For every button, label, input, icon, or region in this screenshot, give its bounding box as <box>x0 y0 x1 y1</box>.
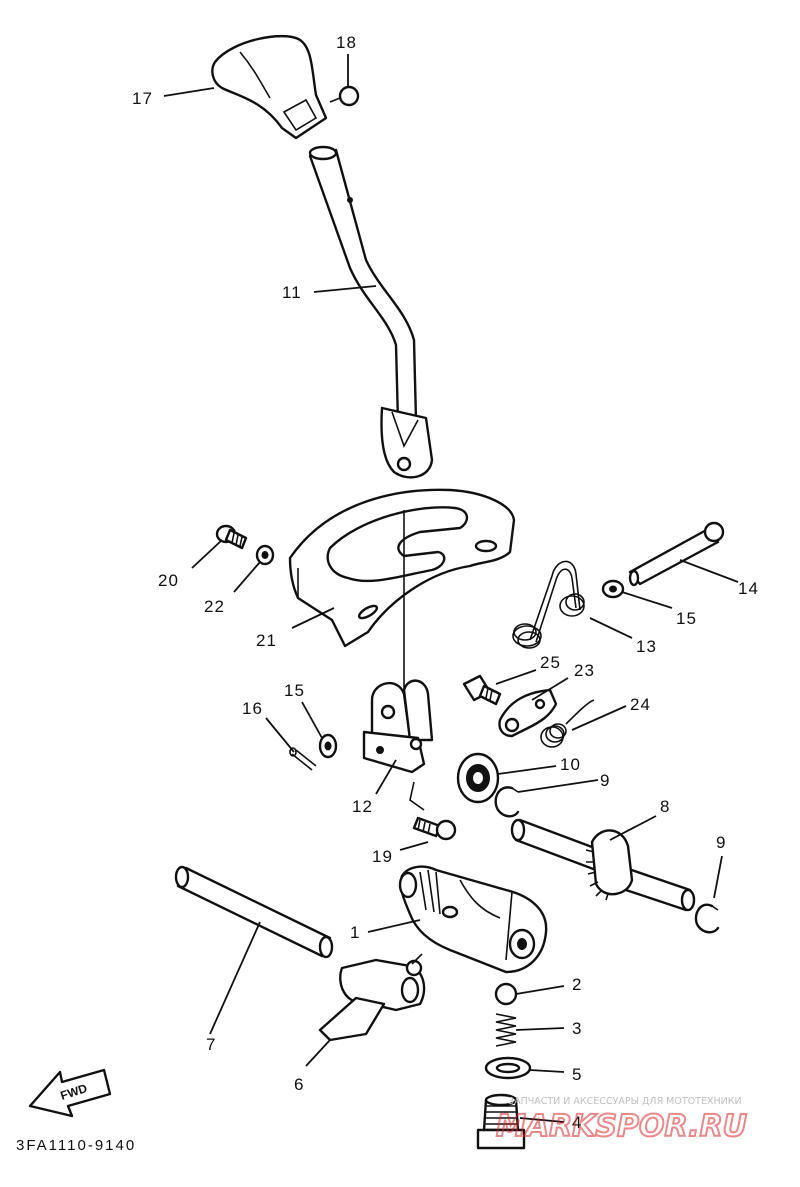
shift-shaft <box>510 818 696 912</box>
callout-15-lower: 15 <box>284 681 305 700</box>
plug-bolt <box>476 1093 526 1150</box>
stopper-bolt <box>462 674 502 706</box>
callout-14: 14 <box>738 579 759 598</box>
cotter-pin <box>289 747 317 771</box>
fwd-arrow-icon: FWD <box>28 1068 112 1118</box>
callout-6: 6 <box>294 1075 304 1094</box>
callout-2: 2 <box>572 975 582 994</box>
lever-bracket <box>362 510 434 774</box>
callout-8: 8 <box>660 797 670 816</box>
callout-23: 23 <box>574 661 595 680</box>
callout-7: 7 <box>206 1035 216 1054</box>
callout-13: 13 <box>636 637 657 656</box>
callout-12: 12 <box>352 797 373 816</box>
circlip-upper <box>494 786 520 818</box>
callout-17: 17 <box>132 89 153 108</box>
shift-knob <box>211 34 328 140</box>
callout-1: 1 <box>350 923 360 942</box>
oil-seal <box>456 752 500 804</box>
watermark-tagline: ЗАПЧАСТИ И АКСЕССУАРЫ ДЛЯ МОТОТЕХНИКИ <box>508 1096 742 1107</box>
callout-21: 21 <box>256 631 277 650</box>
shift-lever <box>308 145 434 479</box>
callout-5: 5 <box>572 1065 582 1084</box>
callout-9-lower: 9 <box>716 833 726 852</box>
callout-24: 24 <box>630 695 651 714</box>
gasket <box>484 1056 532 1080</box>
stopper-spring <box>540 699 595 748</box>
leader-lines <box>163 54 739 1123</box>
callout-19: 19 <box>372 847 393 866</box>
callout-18: 18 <box>336 33 357 52</box>
drawing-code: 3FA1110-9140 <box>16 1137 136 1154</box>
callout-4: 4 <box>572 1113 582 1132</box>
callout-10: 10 <box>560 755 581 774</box>
callout-25: 25 <box>540 653 561 672</box>
torsion-spring <box>512 560 585 649</box>
pivot-pin <box>628 521 725 587</box>
shift-fork <box>318 953 426 1042</box>
pin-washer-upper <box>601 579 625 599</box>
bracket-washer <box>318 733 338 759</box>
watermark-site: MARKSPOR.RU <box>496 1109 747 1144</box>
callout-3: 3 <box>572 1019 582 1038</box>
callout-11: 11 <box>282 283 302 302</box>
knob-screw <box>329 85 360 107</box>
callout-20: 20 <box>158 571 179 590</box>
callout-22: 22 <box>204 597 225 616</box>
gate-bolt <box>215 524 248 550</box>
shift-drum <box>398 865 548 974</box>
fork-guide-bar <box>174 865 334 959</box>
callout-labels: 17 18 11 20 22 21 14 15 13 25 23 24 16 1… <box>132 33 759 1132</box>
circlip-lower <box>694 903 720 934</box>
bracket-bolt <box>409 781 457 841</box>
callout-15-upper: 15 <box>676 609 697 628</box>
callout-16: 16 <box>242 699 263 718</box>
stopper-lever <box>498 688 558 738</box>
shift-gate-plate <box>288 488 516 648</box>
watermark: ЗАПЧАСТИ И АКСЕССУАРЫ ДЛЯ МОТОТЕХНИКИ MA… <box>495 1096 748 1145</box>
gate-washer <box>255 544 275 566</box>
callout-9-upper: 9 <box>600 771 610 790</box>
detent-spring <box>495 1013 517 1047</box>
detent-ball <box>494 982 518 1006</box>
